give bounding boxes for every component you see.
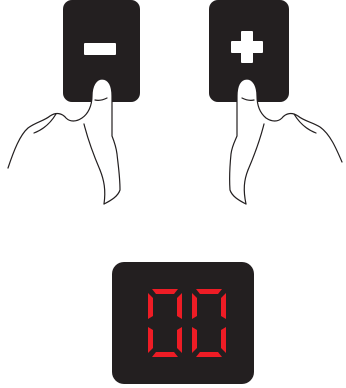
left-hand-pointer xyxy=(8,79,120,204)
digital-display xyxy=(112,262,254,384)
minus-icon xyxy=(84,43,116,55)
